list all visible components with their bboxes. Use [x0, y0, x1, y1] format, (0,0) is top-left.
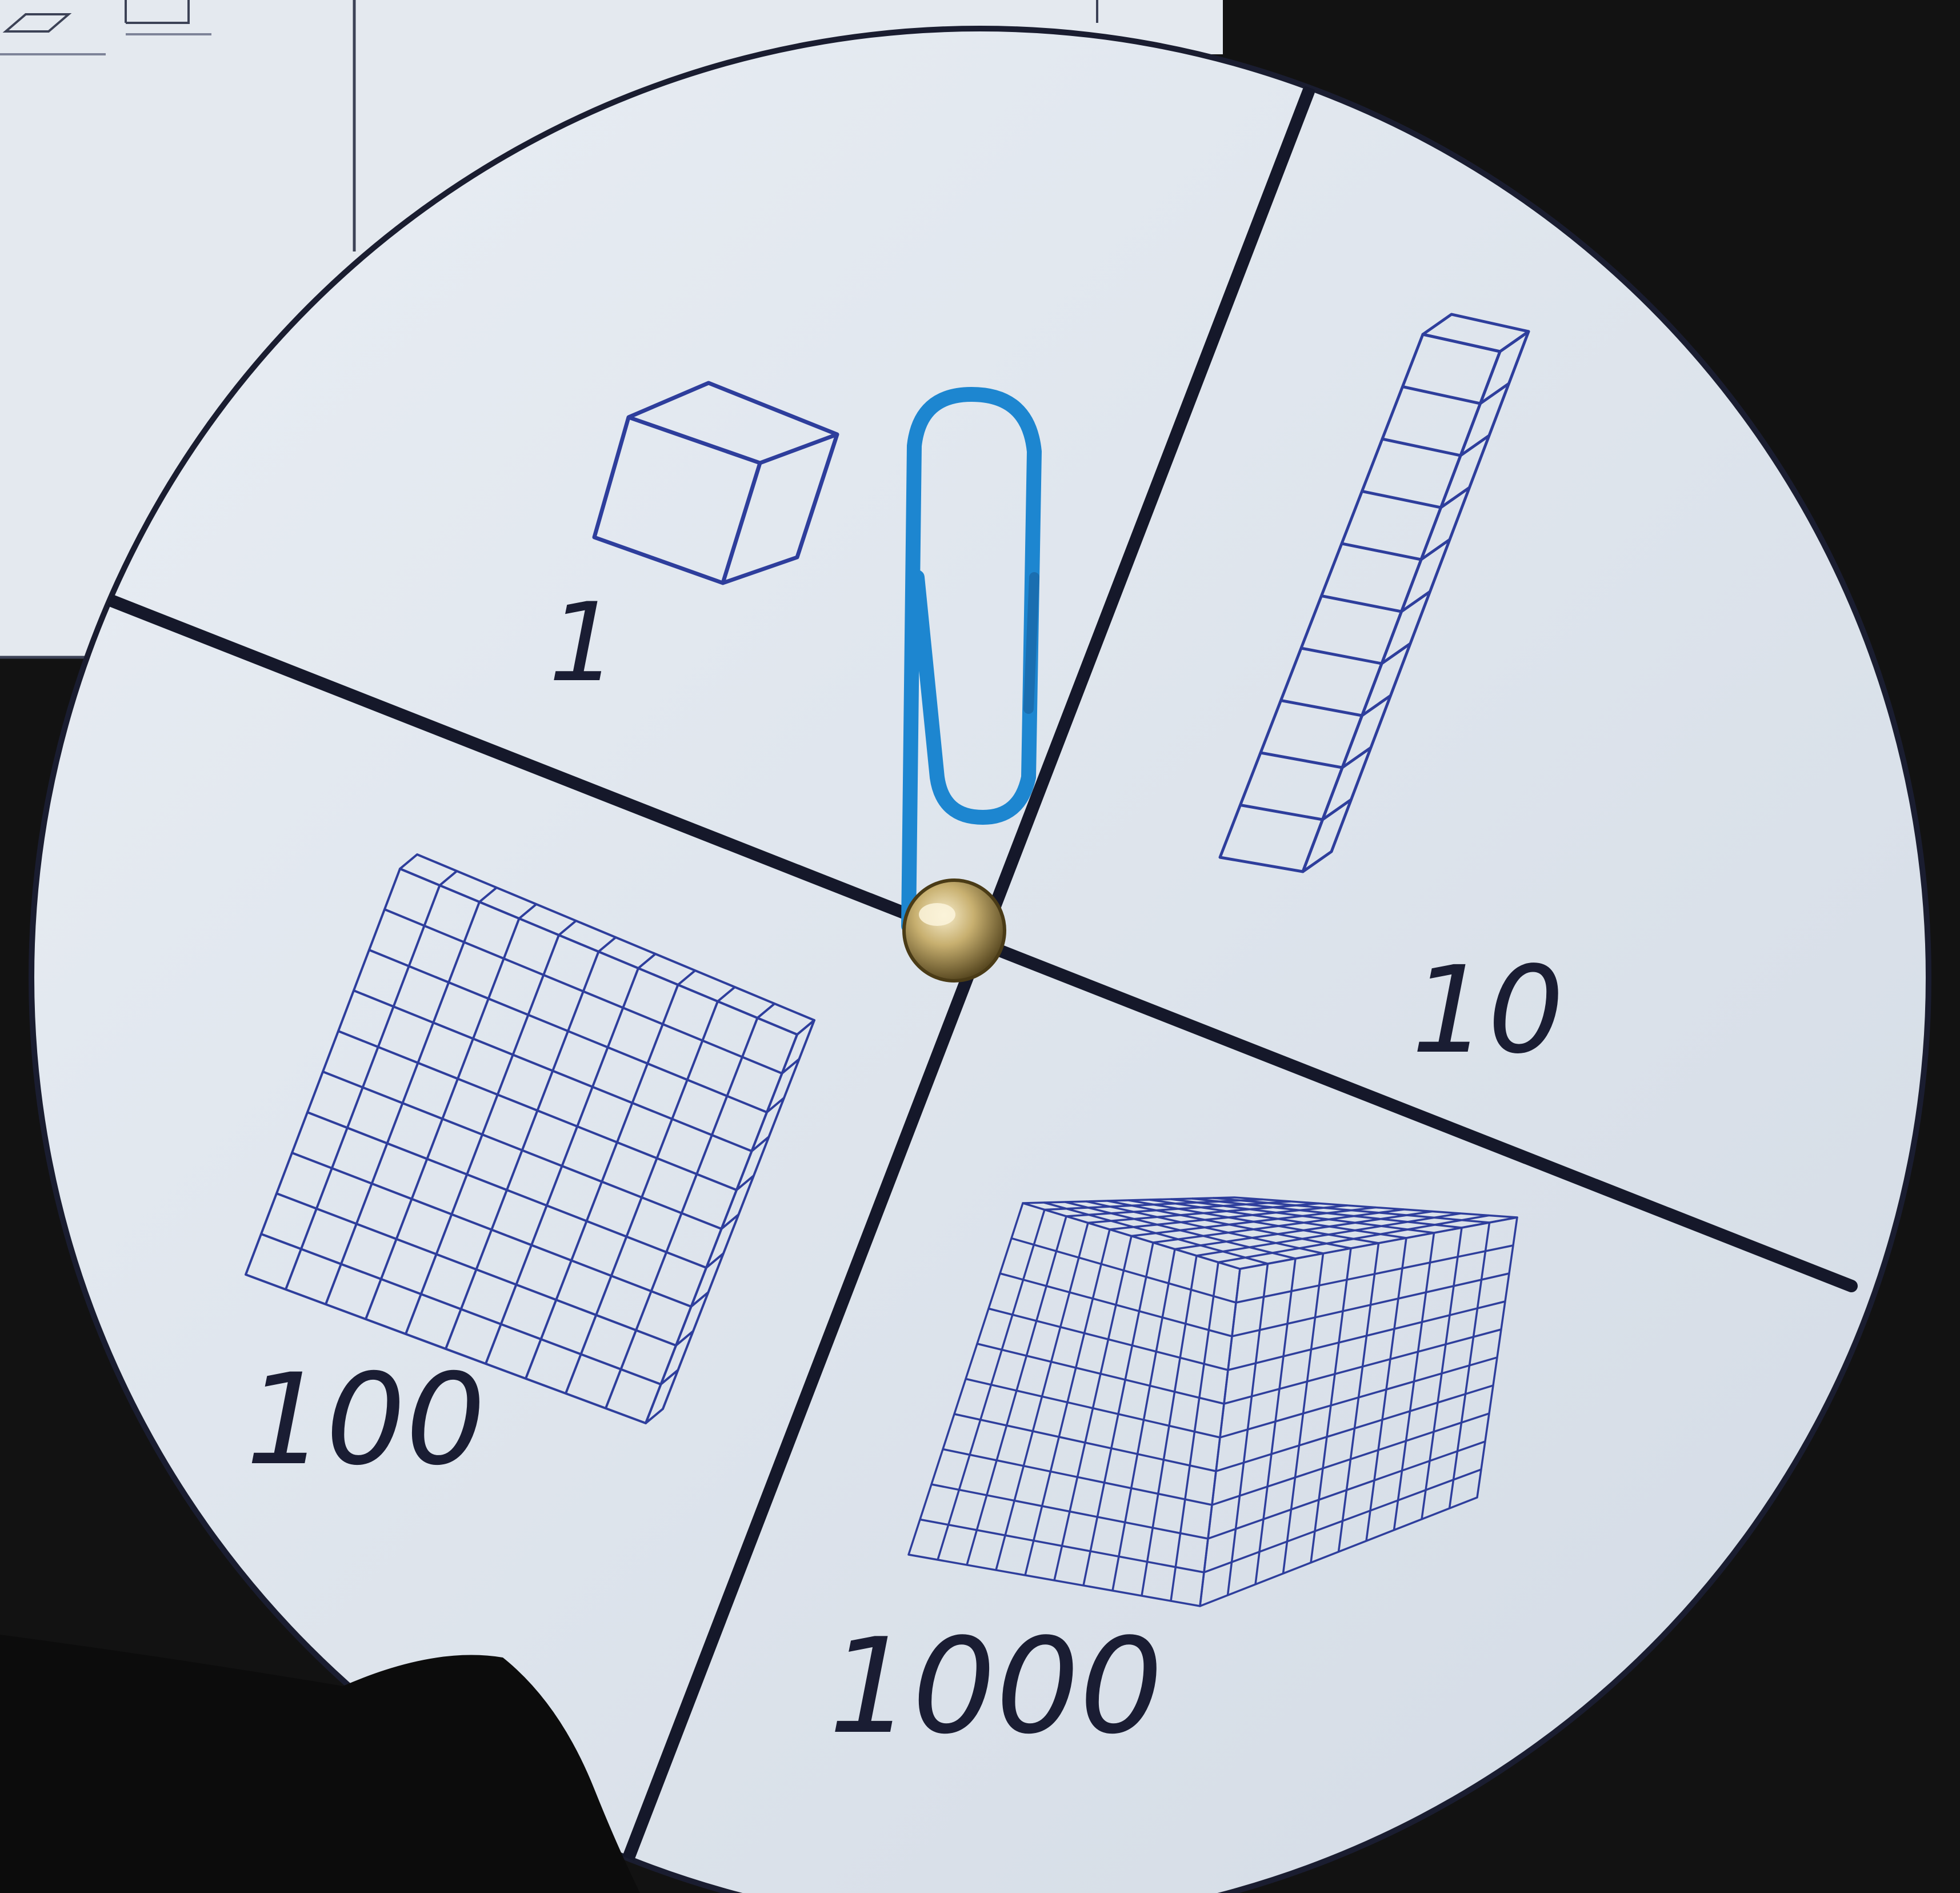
label-thousand: 1000	[829, 1611, 1163, 1763]
label-hundred: 100	[246, 1347, 486, 1493]
label-one: 1	[549, 580, 618, 706]
label-ten: 10	[1411, 940, 1564, 1080]
brass-fastener-icon	[904, 880, 1005, 981]
